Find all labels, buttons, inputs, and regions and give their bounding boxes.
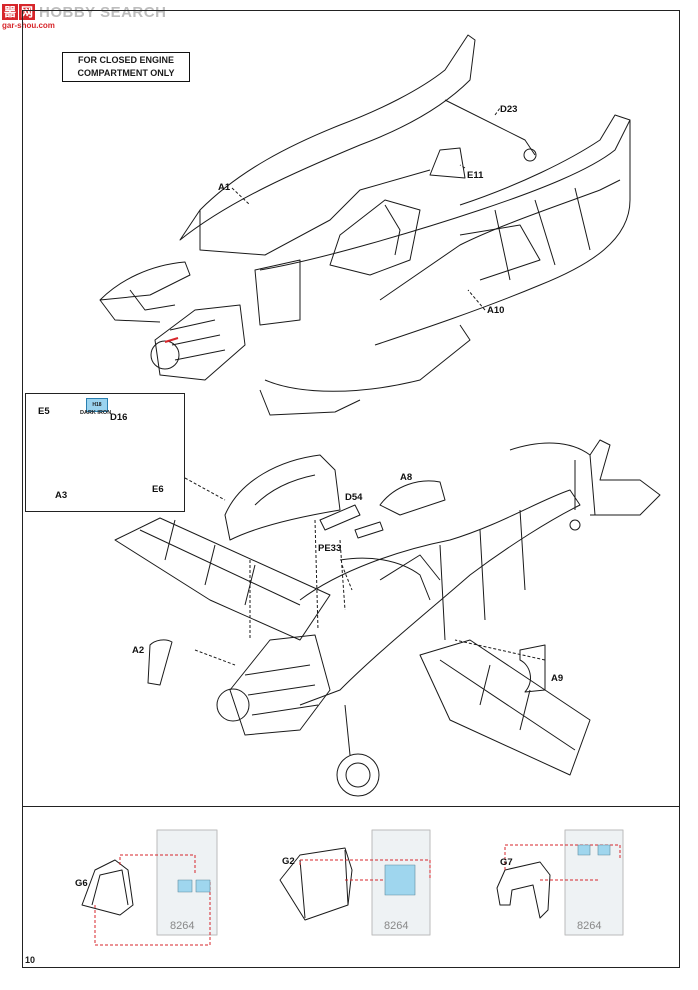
mask-panes	[177, 844, 611, 896]
paint-callout-code: H18	[86, 398, 108, 412]
watermark-brand: HOBBY SEARCH	[39, 3, 167, 21]
section-divider	[22, 806, 680, 807]
fuselage-upper	[99, 34, 631, 416]
mask-number-3: 8264	[577, 920, 602, 932]
watermark-url: gar-shou.com	[2, 21, 55, 30]
note-line-2: COMPARTMENT ONLY	[77, 68, 175, 78]
label-A2: A2	[132, 645, 145, 656]
label-A9: A9	[551, 673, 564, 684]
note-line-1: FOR CLOSED ENGINE	[77, 55, 174, 65]
mask-number-2: 8264	[384, 920, 409, 932]
logo-char-1: 噐	[2, 4, 18, 20]
label-G7: G7	[500, 857, 513, 868]
label-A3: A3	[55, 490, 68, 501]
logo-char-2: 网	[19, 4, 35, 20]
mask-number-1: 8264	[170, 920, 195, 932]
label-G6: G6	[75, 878, 88, 889]
paint-callout-name: DARK IRON	[80, 410, 112, 416]
watermark: 噐 网 HOBBY SEARCH	[2, 2, 166, 22]
label-PE33: PE33	[318, 543, 342, 554]
label-A1: A1	[218, 182, 231, 193]
watermark-logo: 噐 网	[2, 4, 35, 20]
label-E6: E6	[152, 484, 164, 495]
inset-panel	[25, 393, 185, 512]
label-E11: E11	[467, 170, 484, 181]
label-E5: E5	[38, 406, 50, 417]
label-G2: G2	[282, 856, 295, 867]
page-frame	[22, 10, 680, 968]
label-D16: D16	[110, 412, 128, 423]
note-box: FOR CLOSED ENGINE COMPARTMENT ONLY	[62, 52, 190, 82]
canopy-masks	[81, 829, 624, 936]
label-D54: D54	[345, 492, 363, 503]
aircraft-lower	[114, 439, 661, 797]
label-D23: D23	[500, 104, 518, 115]
label-A10: A10	[487, 305, 505, 316]
label-A8: A8	[400, 472, 413, 483]
page-number: 10	[25, 955, 36, 965]
